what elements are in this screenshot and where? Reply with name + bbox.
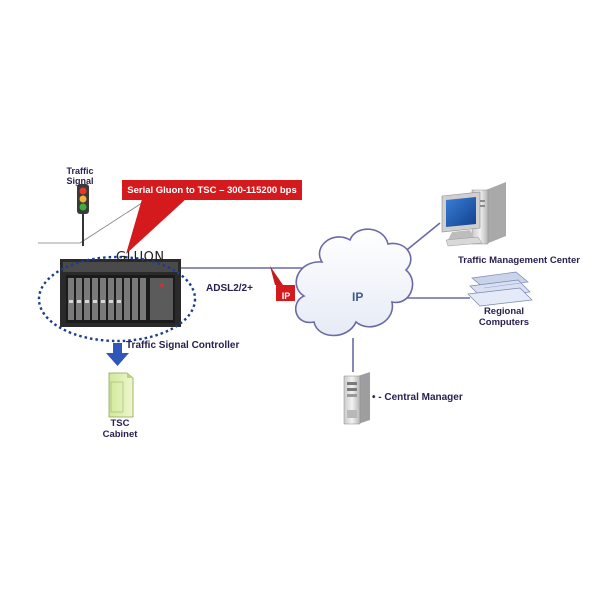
controller-rack-icon: [60, 259, 181, 327]
central-manager-label: • - Central Manager: [372, 392, 463, 403]
callout-pointer-line: [79, 198, 149, 244]
cabinet-icon: [108, 372, 134, 418]
tsc-label: Traffic Signal Controller: [126, 340, 240, 351]
traffic-signal-label: Traffic Signal: [66, 166, 94, 186]
gluon-label: GLUON: [116, 250, 165, 265]
cloud-icon: [294, 228, 414, 337]
cabinet-label: TSC Cabinet: [102, 418, 138, 440]
ip-flag-icon: [270, 266, 295, 301]
tmc-label: Traffic Management Center: [458, 255, 580, 266]
traffic-light-icon: [77, 184, 89, 246]
adsl-label: ADSL2/2+: [206, 283, 253, 294]
desktop-computer-icon: [441, 182, 506, 247]
ip-flag-label: IP: [281, 291, 291, 301]
callout-banner: [122, 180, 302, 254]
down-arrow-icon: [106, 343, 129, 366]
tsc-group-ellipse: [37, 255, 197, 343]
ip-cloud-label: IP: [352, 290, 364, 304]
callout-label: Serial Gluon to TSC – 300-115200 bps: [127, 184, 297, 196]
regional-label: Regional Computers: [478, 306, 530, 328]
regional-computers-icon: [467, 271, 533, 307]
server-tower-icon: [343, 372, 370, 425]
